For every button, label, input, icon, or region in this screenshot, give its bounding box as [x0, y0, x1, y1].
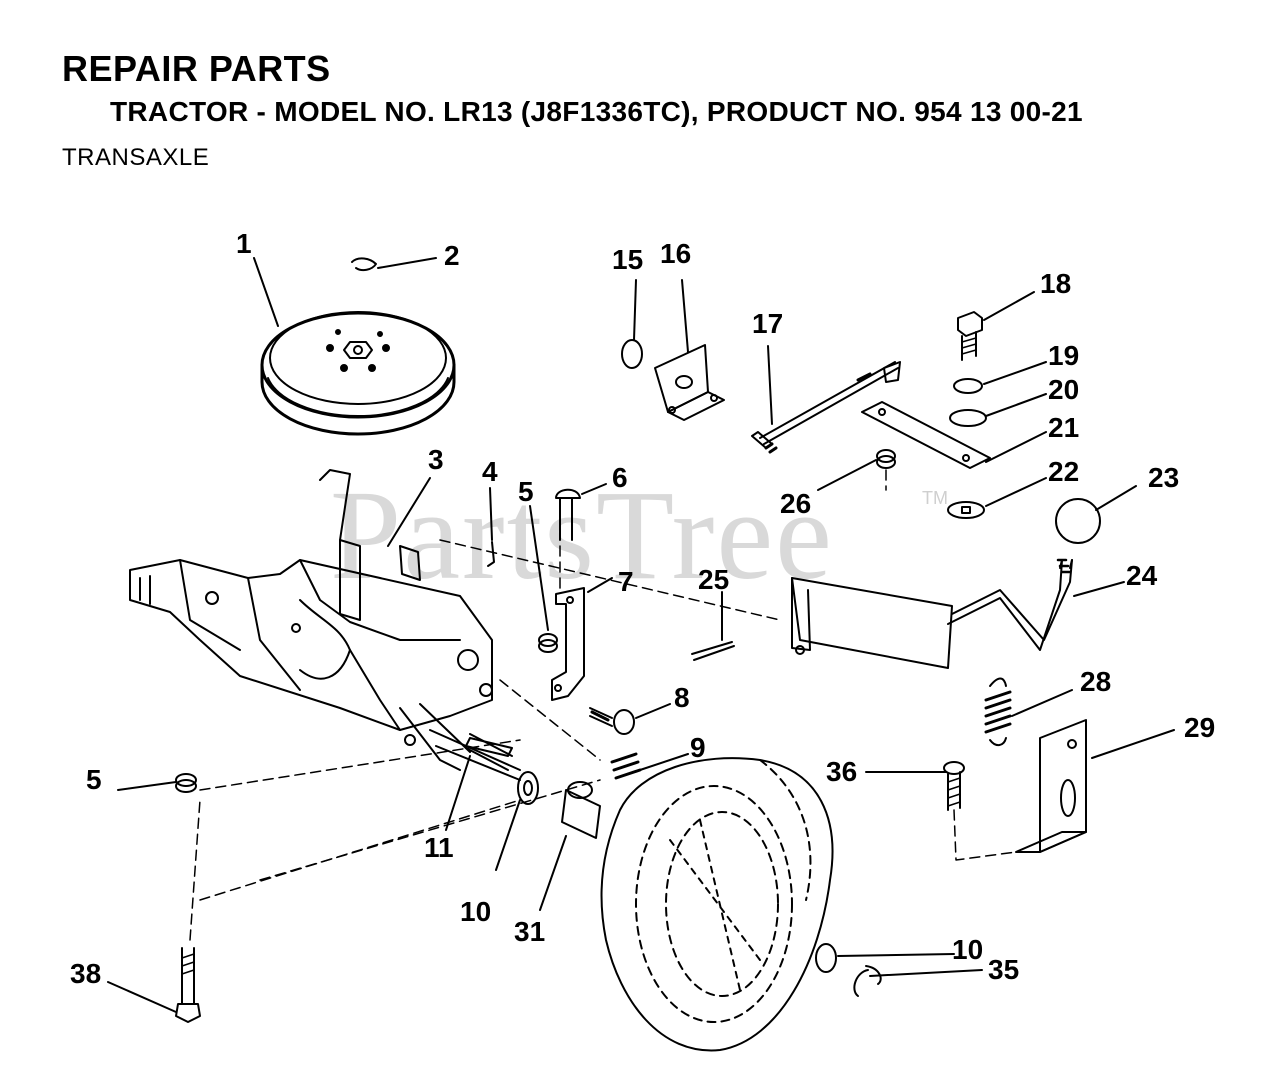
assembly-lines: [189, 469, 1017, 941]
part-spring-pin: [610, 752, 642, 780]
callout-23: 23: [1148, 462, 1180, 493]
watermark: PartsTree: [330, 464, 834, 606]
part-screw-36: [943, 761, 965, 811]
part-washer-10: [517, 771, 539, 805]
callout-7: 7: [618, 566, 634, 597]
callout-6: 6: [612, 462, 628, 493]
part-key-4: [487, 541, 495, 567]
callout-26: 26: [780, 488, 812, 519]
callout-24: 24: [1126, 560, 1158, 591]
callout-4: 4: [482, 456, 498, 487]
callout-28: 28: [1080, 666, 1112, 697]
model-subtitle: TRACTOR - MODEL NO. LR13 (J8F1336TC), PR…: [110, 96, 1083, 127]
callout-19: 19: [1048, 340, 1080, 371]
part-shift-lever: [791, 558, 1073, 669]
callout-9: 9: [690, 732, 706, 763]
part-transaxle: [129, 469, 521, 781]
callout-31: 31: [514, 916, 546, 947]
callout-18: 18: [1040, 268, 1072, 299]
callout-21: 21: [1048, 412, 1080, 443]
part-bolt-38: [175, 947, 201, 1023]
part-bolt-18: [957, 311, 983, 361]
part-neutral-bracket: [1015, 719, 1087, 853]
part-washer-10b: [815, 943, 837, 973]
part-washer-20: [949, 409, 987, 427]
part-spacer-31: [561, 781, 601, 839]
part-cotter-pin: [691, 641, 735, 661]
part-pulley: [260, 311, 456, 436]
callout-8: 8: [674, 682, 690, 713]
callout-16: 16: [660, 238, 692, 269]
callout-5: 5: [518, 476, 534, 507]
part-retaining-clip: [351, 257, 377, 272]
callout-25: 25: [698, 564, 730, 595]
callout-17: 17: [752, 308, 784, 339]
callout-10: 10: [460, 896, 492, 927]
callout-2: 2: [444, 240, 460, 271]
leader-lines: [107, 257, 1175, 1013]
callout-36: 36: [826, 756, 858, 787]
callout-38: 38: [70, 958, 102, 989]
part-link-plate: [861, 401, 991, 469]
callout-11: 11: [424, 832, 454, 863]
part-e-clip: [853, 965, 882, 997]
callout-29: 29: [1184, 712, 1216, 743]
part-shoulder-bolt: [589, 707, 635, 735]
callout-22: 22: [1048, 456, 1080, 487]
callout-20: 20: [1048, 374, 1080, 405]
part-mounting-bracket: [654, 344, 725, 421]
callout-35: 35: [988, 954, 1020, 985]
part-carriage-bolt: [555, 488, 581, 541]
part-nut-5: [538, 633, 558, 653]
page-title: REPAIR PARTS: [62, 48, 331, 89]
part-knob: [1055, 498, 1101, 544]
part-lockwasher-19: [953, 378, 983, 394]
part-shift-rod: [751, 361, 901, 454]
part-nut-26: [876, 449, 896, 469]
part-washer-15: [621, 339, 643, 369]
section-title: TRANSAXLE: [62, 144, 210, 171]
callout-3: 3: [428, 444, 444, 475]
callout-10: 10: [952, 934, 984, 965]
watermark-trademark: TM: [922, 488, 948, 508]
callout-5: 5: [86, 764, 102, 795]
part-wheel: [600, 757, 834, 1052]
part-axle-key: [465, 733, 513, 771]
part-washer-22: [947, 501, 985, 519]
callout-1: 1: [236, 228, 252, 259]
part-pivot-bracket: [551, 587, 585, 701]
part-nut-5b: [175, 773, 197, 793]
part-spring: [984, 677, 1012, 746]
callout-15: 15: [612, 244, 644, 275]
